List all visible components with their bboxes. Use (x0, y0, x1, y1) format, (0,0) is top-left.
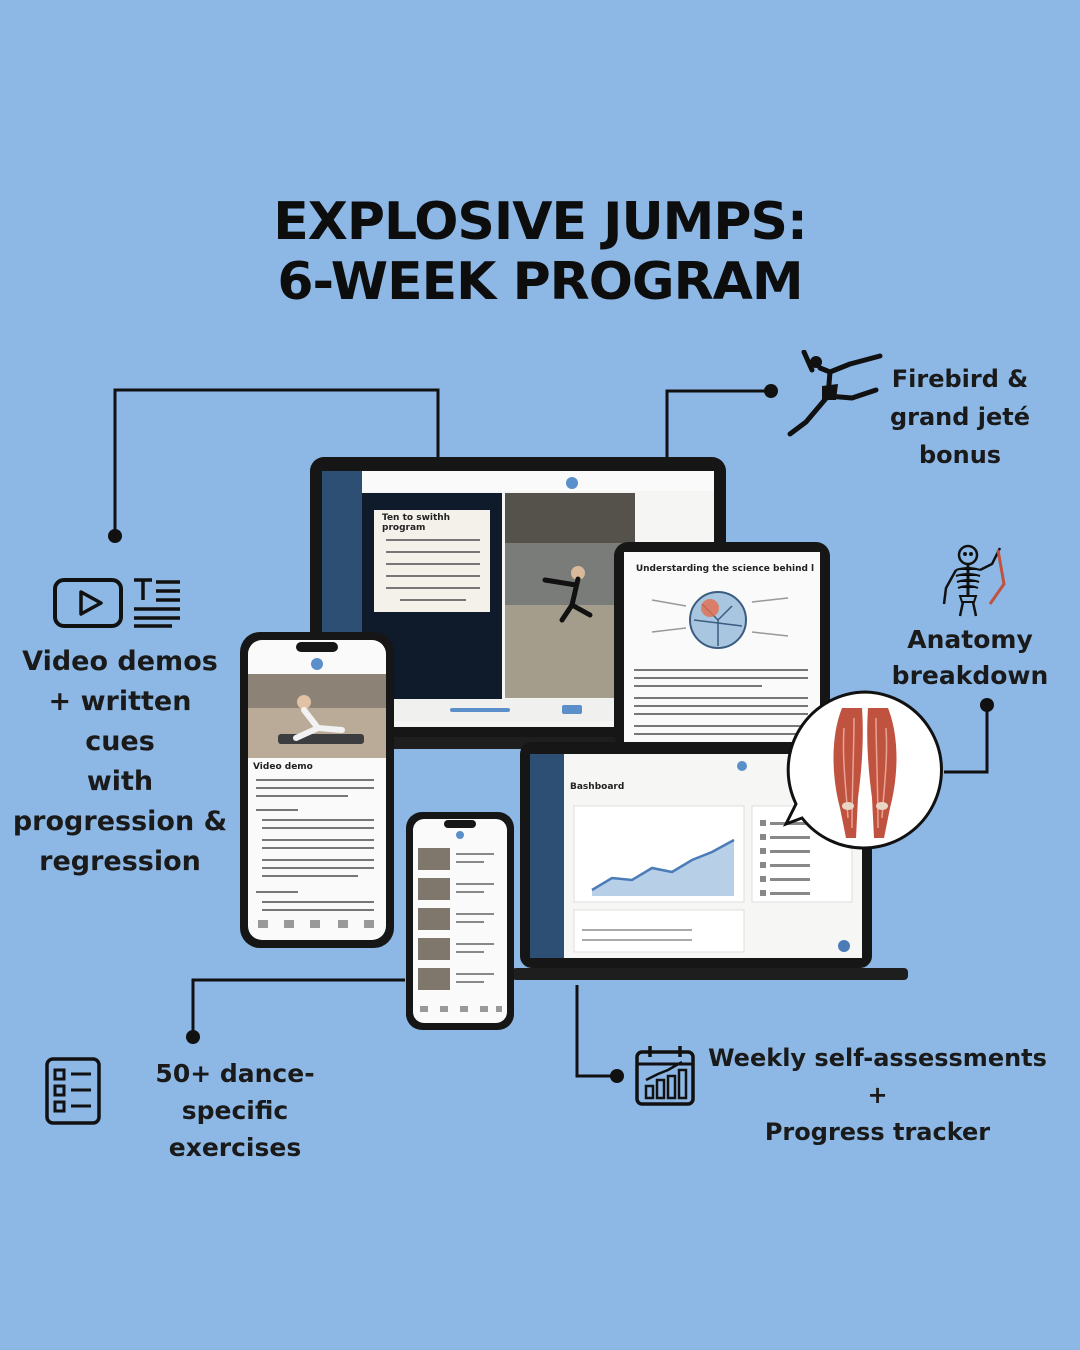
feature-anatomy-breakdown: Anatomy breakdown (891, 625, 1049, 690)
phone-exercise-list (406, 812, 514, 1030)
laptop-dashboard-heading: Bashboard (570, 782, 625, 792)
phone-video-heading: Video demo (253, 762, 313, 772)
laptop-welcome-text: Ten to swithh program (382, 513, 451, 533)
feature-weekly-assessments: Weekly self-assessments + Progress track… (708, 1044, 1047, 1146)
tablet-heading: Understarding the science behind l (635, 564, 815, 574)
page-title: EXPLOSIVE JUMPS: 6-WEEK PROGRAM (0, 192, 1080, 312)
video-play-and-text-icon (53, 578, 180, 628)
title-line-2: 6-WEEK PROGRAM (277, 252, 803, 312)
anatomy-legs-bubble (782, 690, 943, 850)
checklist-icon (45, 1057, 101, 1125)
tablet-science (614, 542, 830, 750)
leaping-dancer-icon (787, 350, 883, 437)
feature-firebird-bonus: Firebird & grand jeté bonus (889, 365, 1031, 469)
title-line-1: EXPLOSIVE JUMPS: (273, 192, 808, 252)
feature-exercises: 50+ dance-specific exercises (155, 1059, 315, 1162)
laptop-welcome-lines (386, 539, 480, 601)
skeleton-icon (942, 544, 1006, 617)
feature-video-demos: Video demos + written cues with progress… (12, 646, 228, 877)
phone-video-demo (240, 632, 394, 948)
calendar-chart-icon (635, 1046, 695, 1106)
